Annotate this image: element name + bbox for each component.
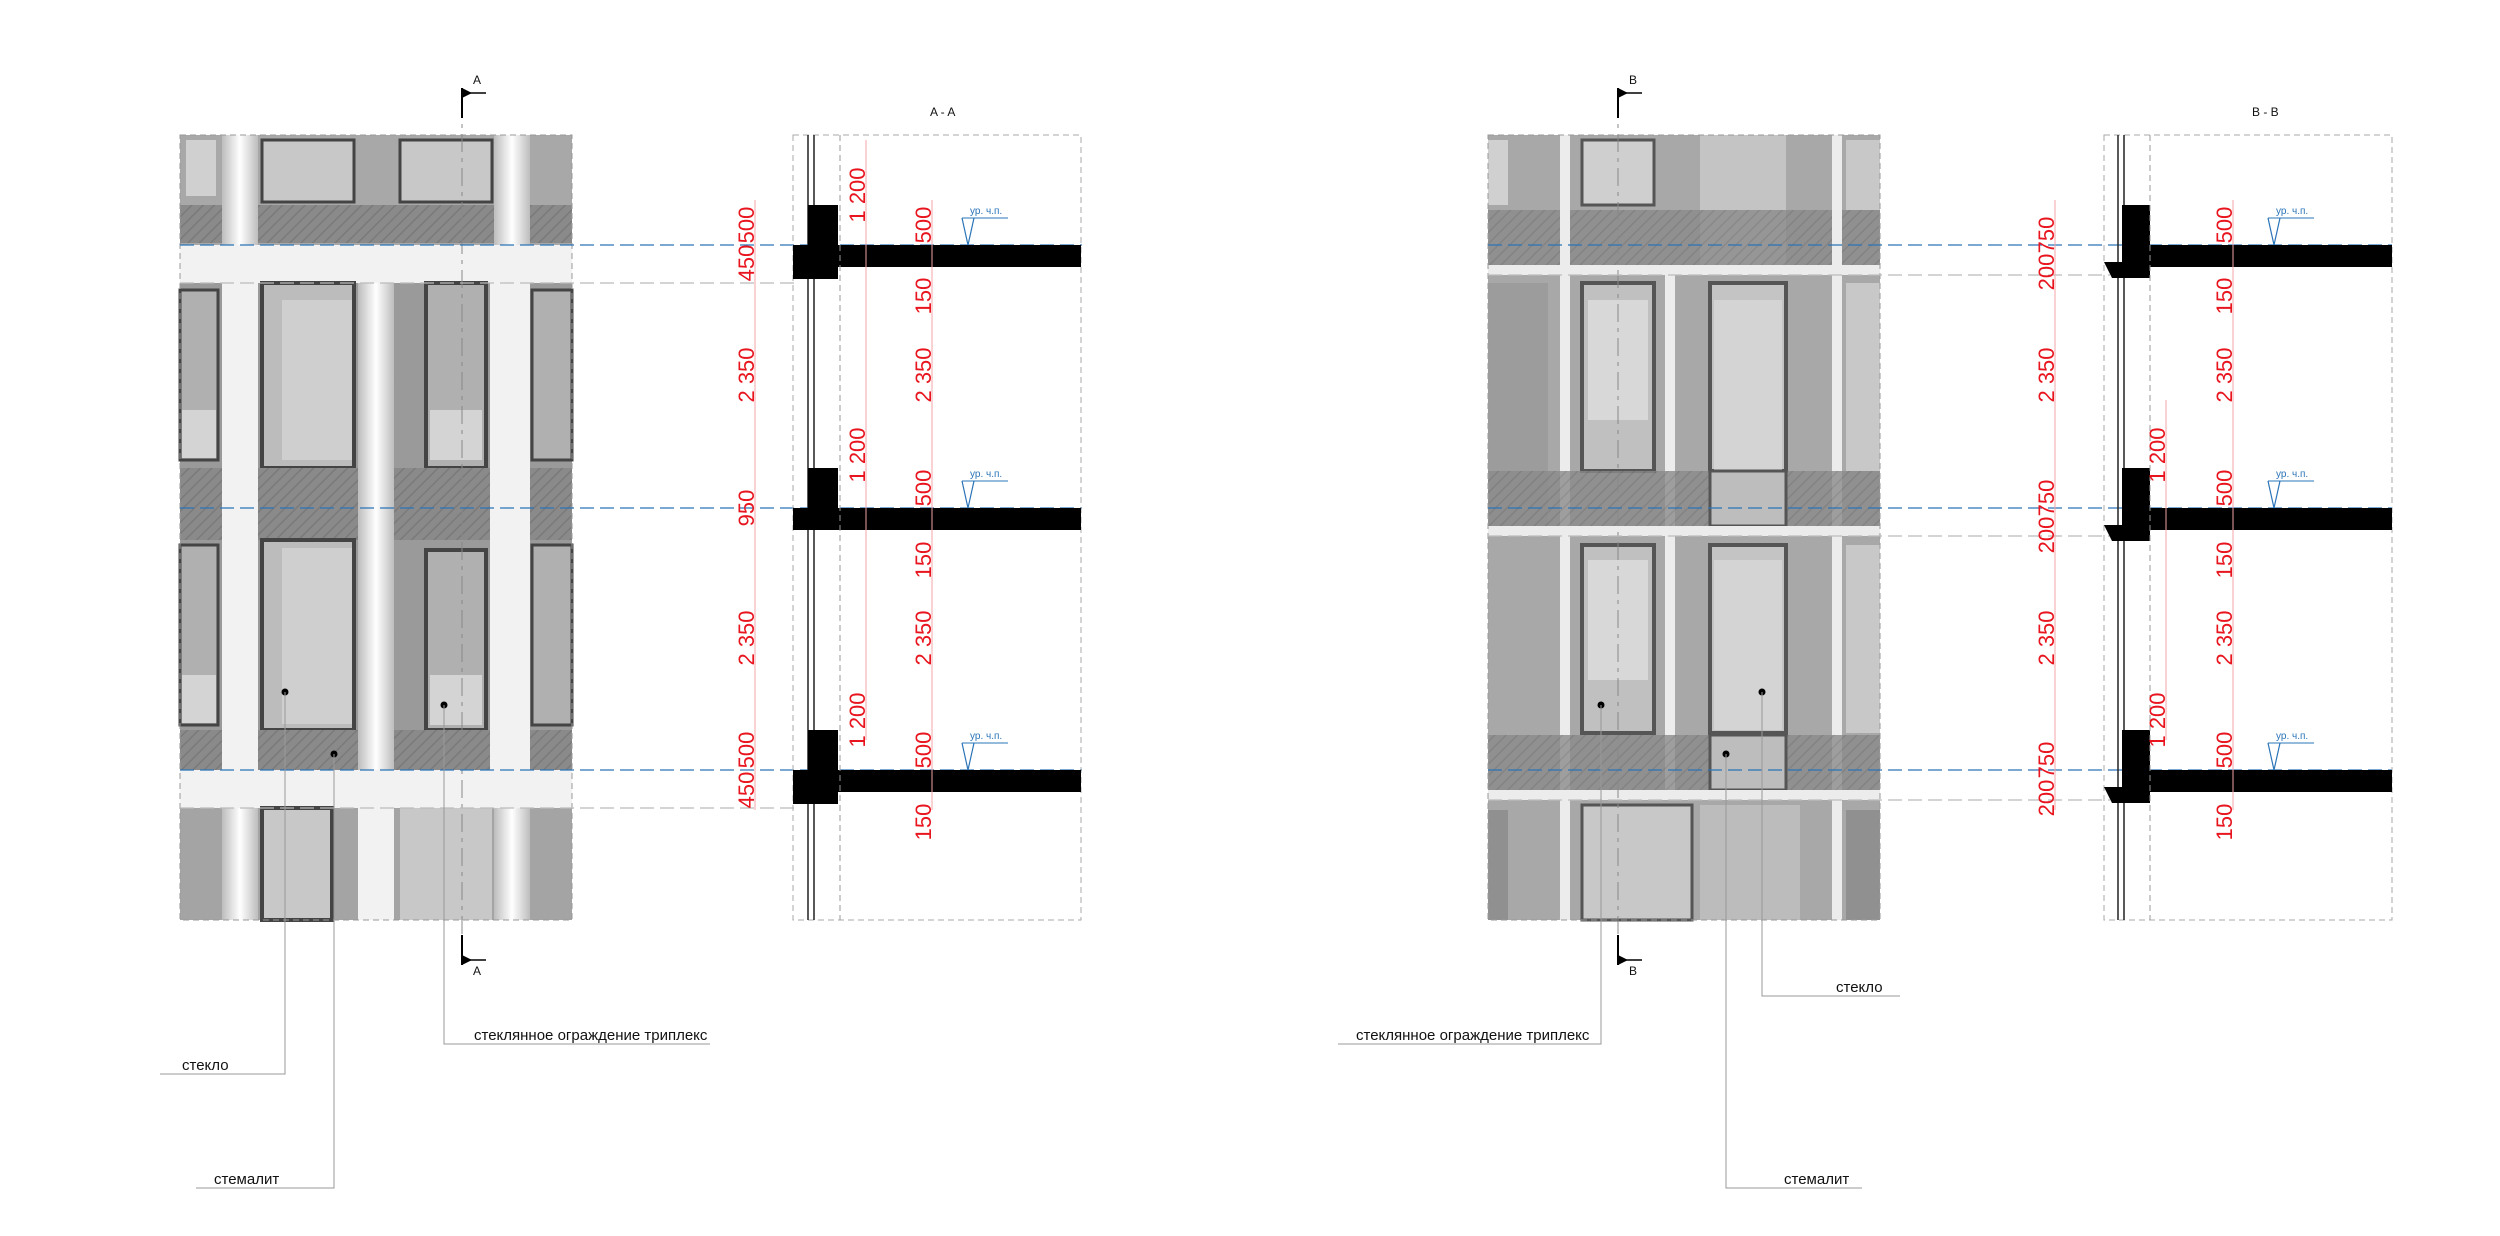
left-dim-inner-4: 500 xyxy=(911,470,936,507)
left-dim-outer-5: 2 350 xyxy=(734,610,759,665)
left-dim-inner-6: 2 350 xyxy=(911,610,936,665)
right-dim-inner-6: 2 350 xyxy=(2212,610,2237,665)
right-dim-outer-2: 200 xyxy=(2034,254,2059,291)
right-dim-inner-5: 150 xyxy=(2212,542,2237,579)
left-dim-inner-7: 500 xyxy=(911,732,936,769)
left-callout-triplex: стеклянное ограждение триплекс xyxy=(474,1027,708,1044)
left-dim-outer-1: 500 xyxy=(734,207,759,244)
right-dim-outer-7: 750 xyxy=(2034,742,2059,779)
left-dim-outer-3: 2 350 xyxy=(734,347,759,402)
left-dim-inner-1: 500 xyxy=(911,207,936,244)
left-dimension-lines xyxy=(754,140,933,810)
left-dim-window-1: 1 200 xyxy=(845,167,870,222)
right-section-marker-top: B xyxy=(1617,73,1642,118)
right-level-markers xyxy=(2267,217,2314,771)
right-callout-triplex: стеклянное ограждение триплекс xyxy=(1356,1027,1590,1044)
right-dim-inner-3: 2 350 xyxy=(2212,347,2237,402)
right-dim-inner-1: 500 xyxy=(2212,207,2237,244)
left-level-markers xyxy=(961,217,1008,771)
left-dim-inner-8: 150 xyxy=(911,804,936,841)
right-level-label-3: ур. ч.п. xyxy=(2276,731,2308,742)
left-dim-window-3: 1 200 xyxy=(845,692,870,747)
right-dim-outer-1: 750 xyxy=(2034,217,2059,254)
right-dim-outer-3: 2 350 xyxy=(2034,347,2059,402)
left-section-title: A - A xyxy=(930,105,955,119)
right-dim-outer-6: 2 350 xyxy=(2034,610,2059,665)
left-level-label-2: ур. ч.п. xyxy=(970,469,1002,480)
right-dim-outer-8: 200 xyxy=(2034,780,2059,817)
right-section-label-bottom: B xyxy=(1629,964,1637,978)
right-section-title: B - B xyxy=(2252,105,2279,119)
right-leaders xyxy=(1338,692,1900,1189)
right-dim-outer-5: 200 xyxy=(2034,517,2059,554)
left-callout-glass: стекло xyxy=(182,1057,229,1074)
left-dim-inner-2: 150 xyxy=(911,278,936,315)
left-section-label-bottom: A xyxy=(473,964,481,978)
left-dim-outer-4: 950 xyxy=(734,490,759,527)
right-dimension-lines xyxy=(2054,200,2234,810)
right-dim-outer-4: 750 xyxy=(2034,480,2059,517)
right-level-label-1: ур. ч.п. xyxy=(2276,206,2308,217)
right-callout-glass: стекло xyxy=(1836,979,1883,996)
right-dim-window-2: 1 200 xyxy=(2145,692,2170,747)
right-elevation xyxy=(1487,100,1881,960)
right-dim-inner-4: 500 xyxy=(2212,470,2237,507)
left-dim-outer-2: 450 xyxy=(734,245,759,282)
right-level-label-2: ур. ч.п. xyxy=(2276,469,2308,480)
right-dim-inner-8: 150 xyxy=(2212,804,2237,841)
right-callout-stemalit: стемалит xyxy=(1784,1171,1849,1188)
left-dim-outer-7: 450 xyxy=(734,772,759,809)
left-level-label-3: ур. ч.п. xyxy=(970,731,1002,742)
left-section-marker-top: A xyxy=(461,73,486,118)
left-callout-stemalit: стемалит xyxy=(214,1171,279,1188)
right-dim-window-1: 1 200 xyxy=(2145,427,2170,482)
left-dim-inner-3: 2 350 xyxy=(911,347,936,402)
left-leaders xyxy=(160,692,710,1189)
left-dim-inner-5: 150 xyxy=(911,542,936,579)
right-section-marker-bottom: B xyxy=(1617,935,1642,978)
left-section-label-top: A xyxy=(473,73,481,87)
right-section-label-top: B xyxy=(1629,73,1637,87)
left-dim-window-2: 1 200 xyxy=(845,427,870,482)
left-section xyxy=(792,134,1082,921)
left-elevation xyxy=(178,100,574,960)
right-dim-inner-2: 150 xyxy=(2212,278,2237,315)
right-dim-inner-7: 500 xyxy=(2212,732,2237,769)
left-level-label-1: ур. ч.п. xyxy=(970,206,1002,217)
left-dim-outer-6: 500 xyxy=(734,732,759,769)
right-section xyxy=(2103,134,2393,921)
left-section-marker-bottom: A xyxy=(461,935,486,978)
